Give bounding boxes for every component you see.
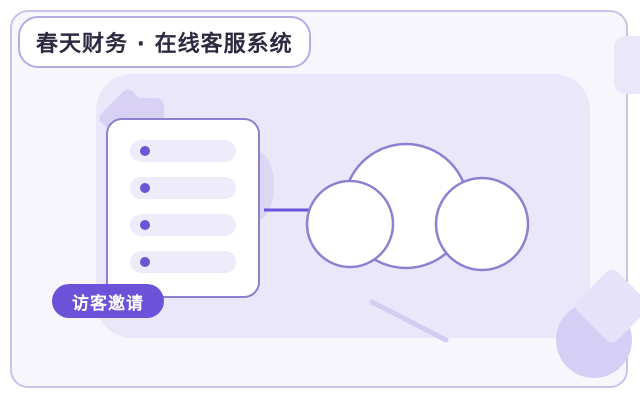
right-tab-decoration (614, 36, 640, 94)
contact-list-icon (106, 118, 260, 298)
list-dot (140, 146, 150, 156)
list-item (130, 140, 236, 162)
list-item (130, 214, 236, 236)
list-dot (140, 257, 150, 267)
page-title: 春天财务 · 在线客服系统 (36, 32, 293, 57)
list-dot (140, 220, 150, 230)
visitor-invite-label: 访客邀请 (72, 293, 144, 314)
visitor-invite-button[interactable]: 访客邀请 (52, 284, 164, 318)
page-title-pill: 春天财务 · 在线客服系统 (18, 16, 311, 68)
list-dot (140, 183, 150, 193)
list-item (130, 177, 236, 199)
list-item (130, 251, 236, 273)
